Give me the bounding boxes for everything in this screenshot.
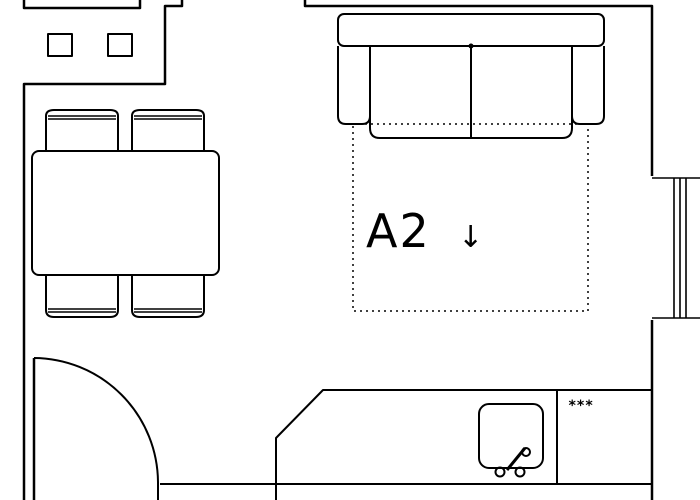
door — [33, 357, 159, 500]
wall-top-left-outer — [22, 0, 184, 500]
sofa-arm-left — [337, 46, 371, 125]
counter-outline — [275, 389, 652, 500]
sofa — [337, 13, 605, 139]
chair-bottom-right — [131, 275, 205, 318]
shelf-box-left — [47, 33, 73, 57]
window-right — [652, 177, 700, 319]
walls — [22, 0, 654, 500]
chair-top-left — [45, 109, 119, 151]
down-arrow-icon: ↓ — [458, 220, 483, 255]
sofa-arm-right — [571, 46, 605, 125]
sofa-seat-right — [470, 45, 573, 139]
room-label: A2 — [366, 204, 431, 258]
door-swing-arc — [33, 357, 159, 483]
dining-set — [31, 109, 220, 318]
sofa-backrest — [337, 13, 605, 47]
wall-top-right — [303, 0, 654, 176]
shelf-box-right — [107, 33, 133, 57]
sofa-seat-left — [369, 45, 472, 139]
dining-table — [31, 150, 220, 276]
sink — [478, 403, 544, 478]
sink-basin — [478, 403, 544, 469]
stove-indicator: *** — [568, 398, 593, 414]
wall-top-left-block — [22, 0, 142, 10]
chair-top-right — [131, 109, 205, 151]
rug — [352, 123, 589, 312]
kitchen-counter — [160, 389, 652, 500]
chair-bottom-left — [45, 275, 119, 318]
